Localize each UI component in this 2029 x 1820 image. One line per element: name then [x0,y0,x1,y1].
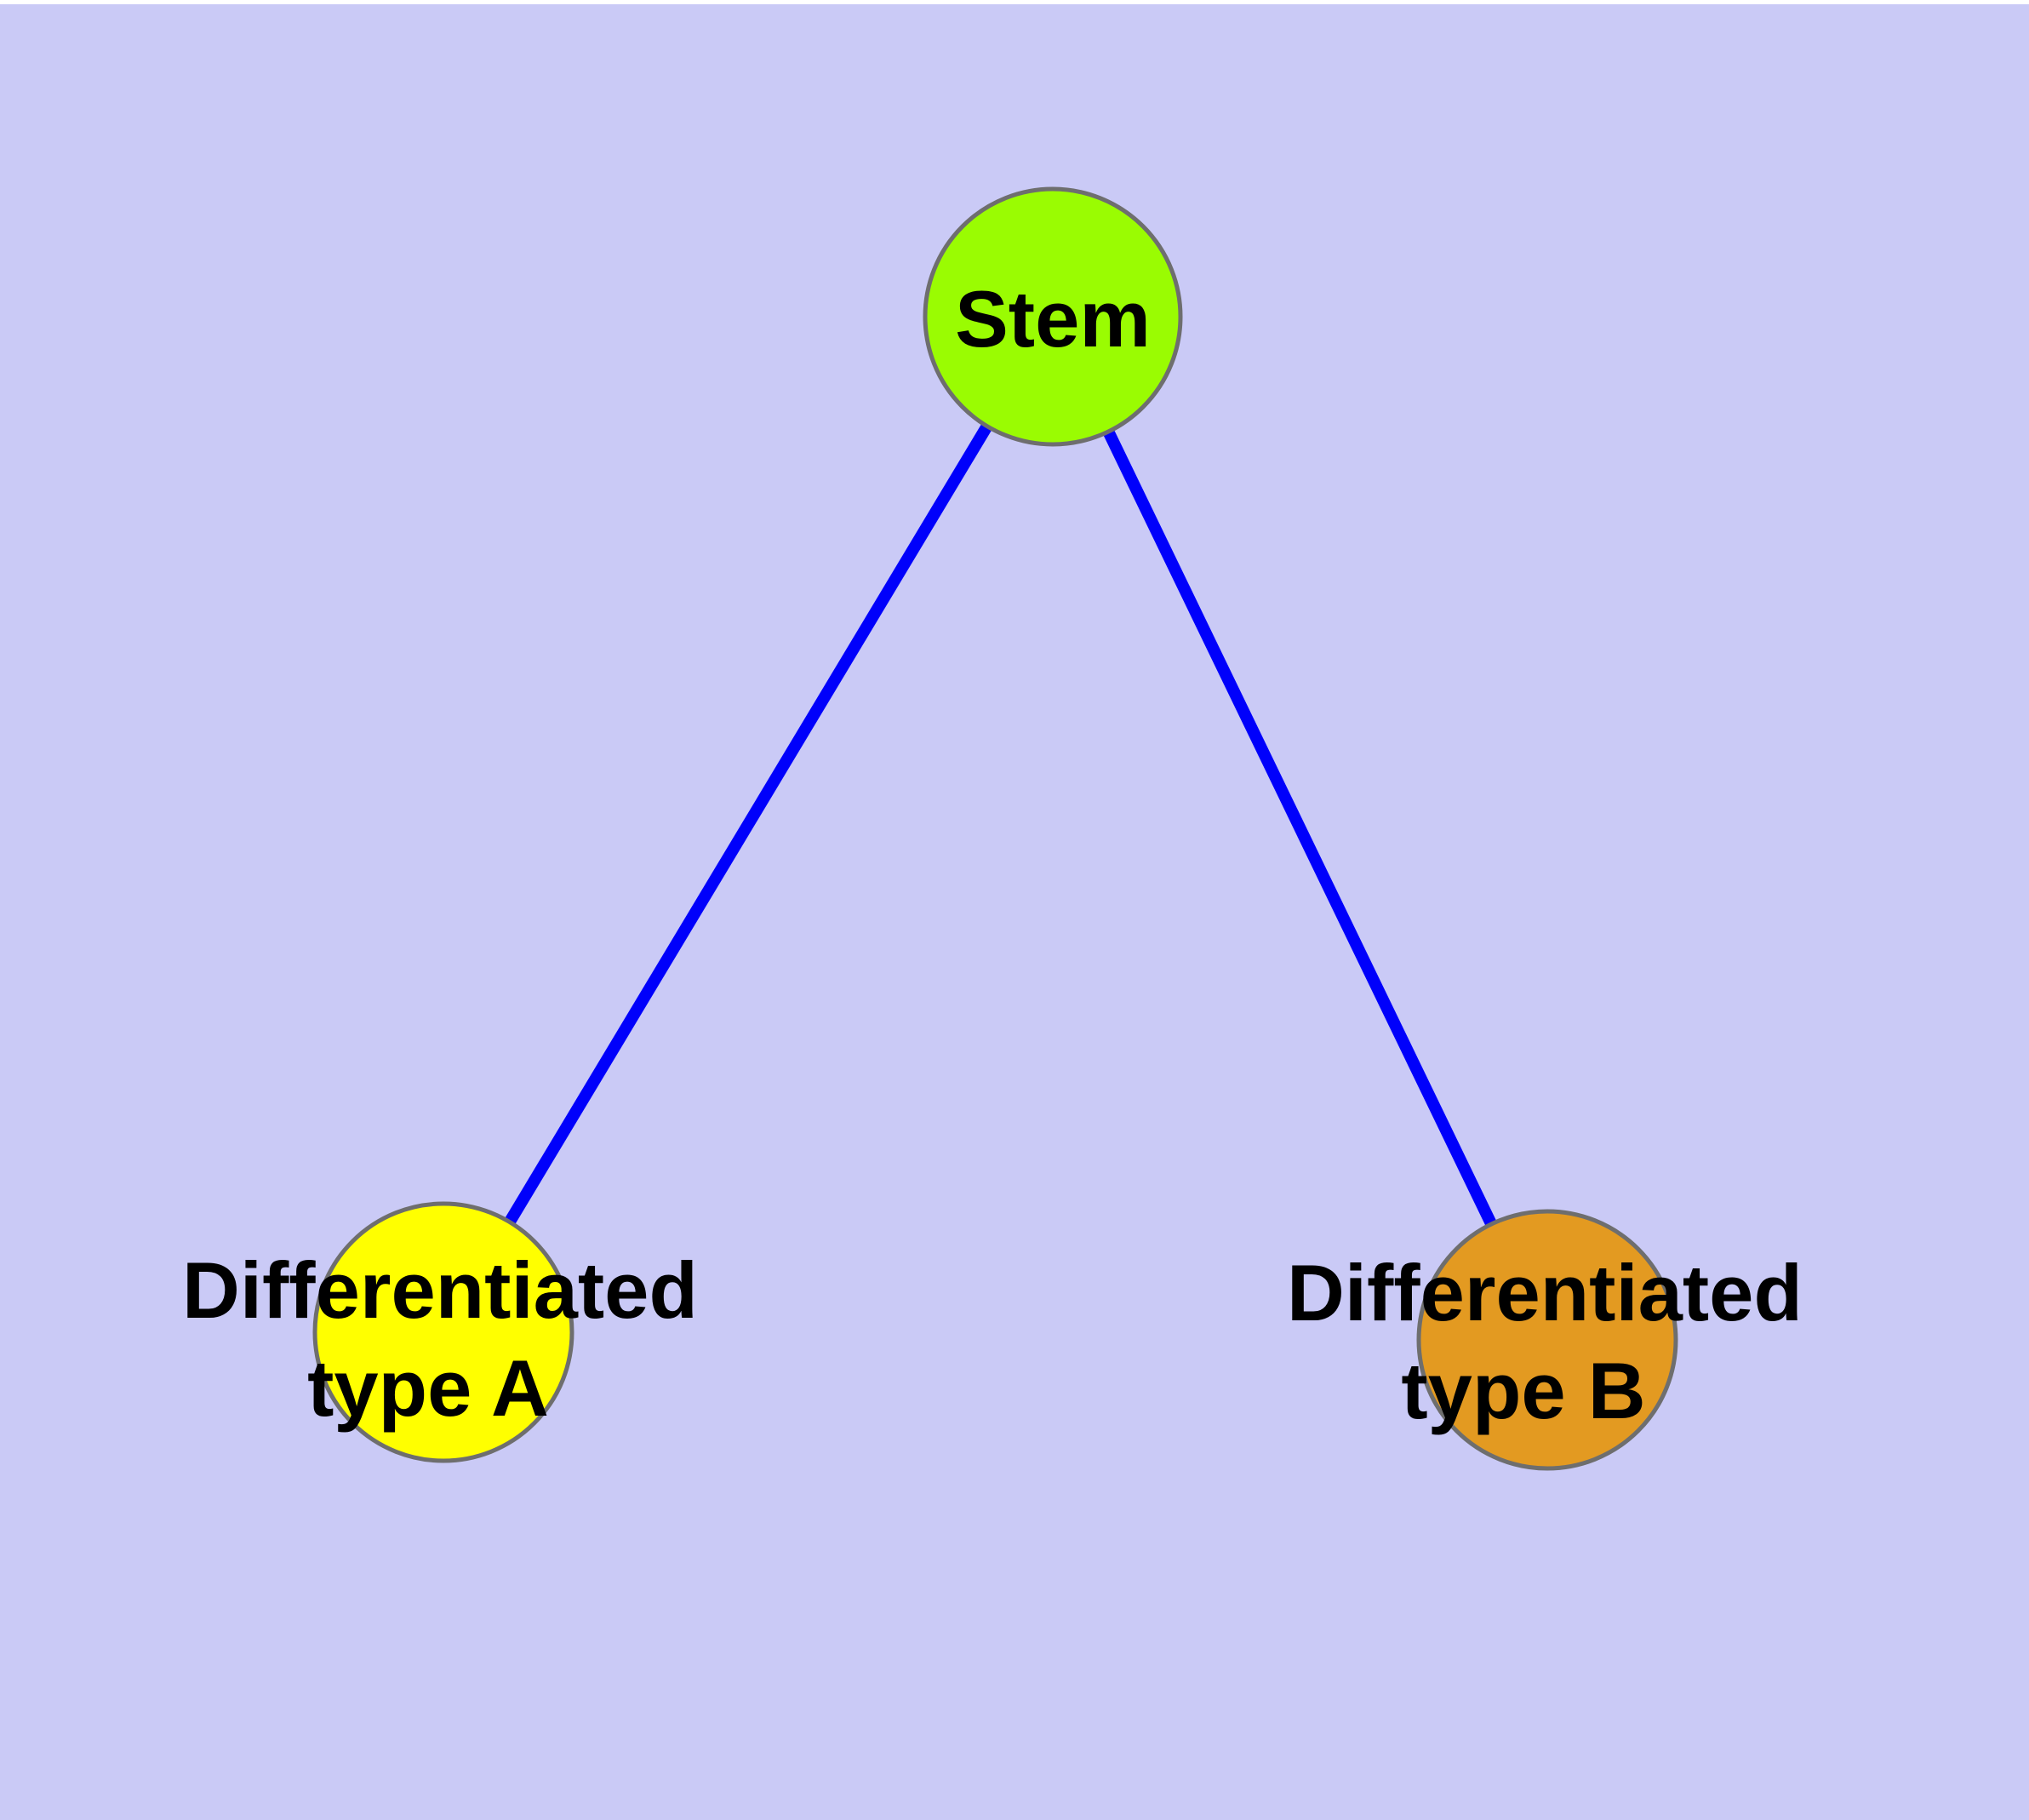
edge-stem-to-type-b [1047,313,1553,1343]
node-differentiated-type-a [312,1201,574,1463]
label-line: type B [1401,1346,1645,1435]
label-line: Differentiated [182,1245,698,1335]
node-differentiated-type-b [1416,1209,1678,1471]
label-line: Differentiated [1287,1248,1803,1337]
node-label-stem: Stem [955,274,1151,363]
node-stem [923,186,1183,447]
edge-group [437,313,1553,1343]
node-label-differentiated-type-a: Differentiated type A [182,1245,720,1433]
label-line: type A [307,1343,549,1433]
edge-stem-to-type-a [437,313,1059,1336]
label-group: Stem Differentiated type A Differentiate… [182,274,1825,1435]
node-label-differentiated-type-b: Differentiated type B [1287,1248,1825,1435]
node-group [312,186,1678,1471]
